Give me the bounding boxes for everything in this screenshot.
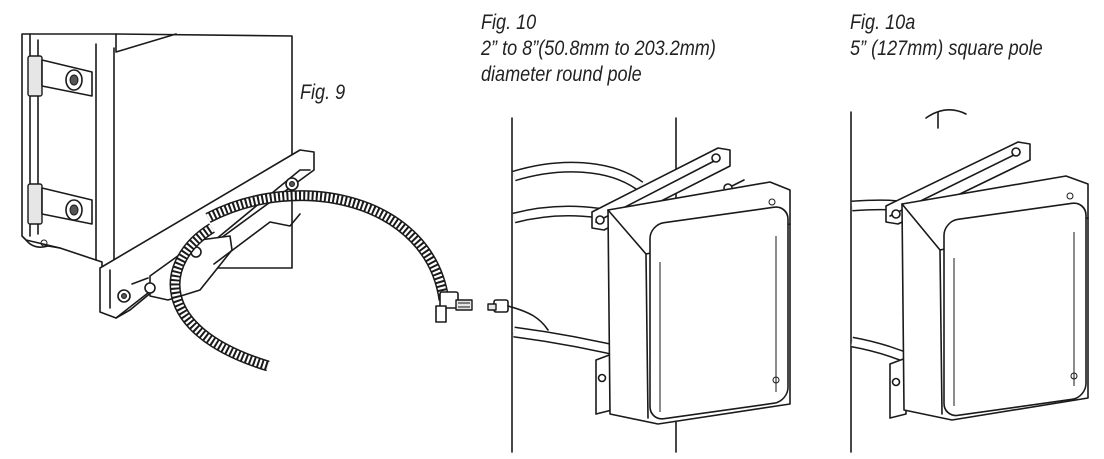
fig10-range: 2” to 8”(50.8mm to 203.2mm) [481,37,716,60]
fig10a-description: 5” (127mm) square pole [850,37,1043,60]
fig10a-caption: Fig. 10a 5” (127mm) square pole [850,10,1043,62]
fig9-illustration [21,33,473,372]
fig9-label: Fig. 9 [300,81,346,104]
fig10a-illustration [850,109,1089,453]
fig9-latch-bottom [27,183,93,225]
fig10a-label: Fig. 10a [850,11,916,34]
fig10-worm-clamp [487,299,549,331]
fig9-caption: Fig. 9 [300,80,345,106]
fig9-latch-top [27,55,93,97]
fig10a-enclosure [901,175,1089,421]
fig9-worm-clamp [435,291,473,323]
fig10-illustration [487,117,791,453]
fig10-enclosure [607,181,791,425]
fig10-caption: Fig. 10 2” to 8”(50.8mm to 203.2mm) diam… [481,10,716,88]
fig10-label: Fig. 10 [481,11,537,34]
fig10-description: diameter round pole [481,63,642,86]
fig9-strap [169,190,450,372]
fig10a-square-pole [850,109,967,453]
